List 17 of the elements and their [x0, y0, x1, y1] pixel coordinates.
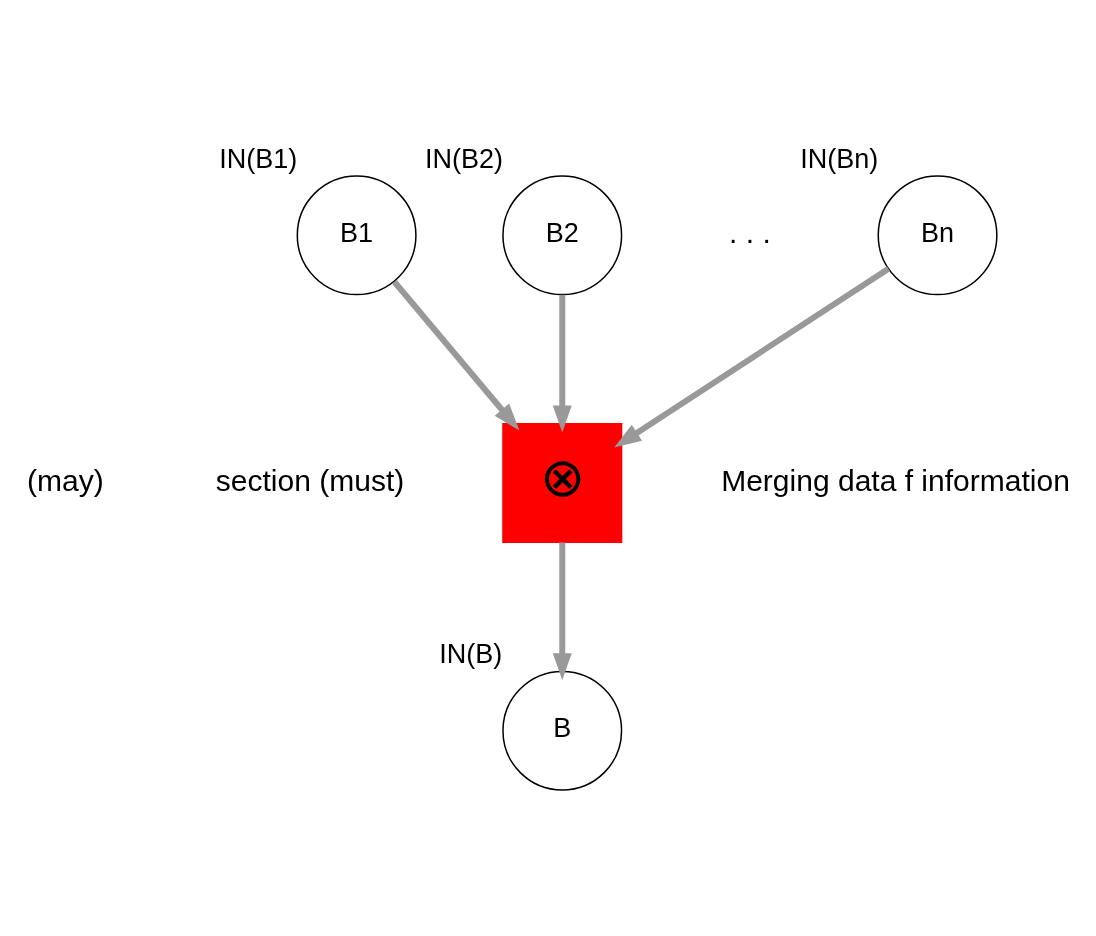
- node-label: IN(B2): [424, 143, 503, 174]
- arrow: [614, 266, 891, 448]
- node-box: ⊗: [502, 422, 623, 544]
- node-circle: B: [502, 670, 623, 791]
- label: section (must): [215, 463, 405, 497]
- arrow: [392, 279, 520, 431]
- label: Merging data f information: [721, 463, 1070, 497]
- arrow: [552, 542, 572, 681]
- node-circle: Bn: [877, 175, 998, 296]
- label: (may): [27, 463, 104, 497]
- label: . . .: [729, 215, 771, 249]
- node-label: IN(B): [439, 639, 503, 669]
- arrow: [552, 294, 572, 433]
- node-label: IN(B1): [219, 143, 298, 174]
- node-circle: B2: [502, 175, 623, 296]
- node-circle: B1: [296, 175, 417, 296]
- node-label: IN(Bn): [800, 143, 879, 174]
